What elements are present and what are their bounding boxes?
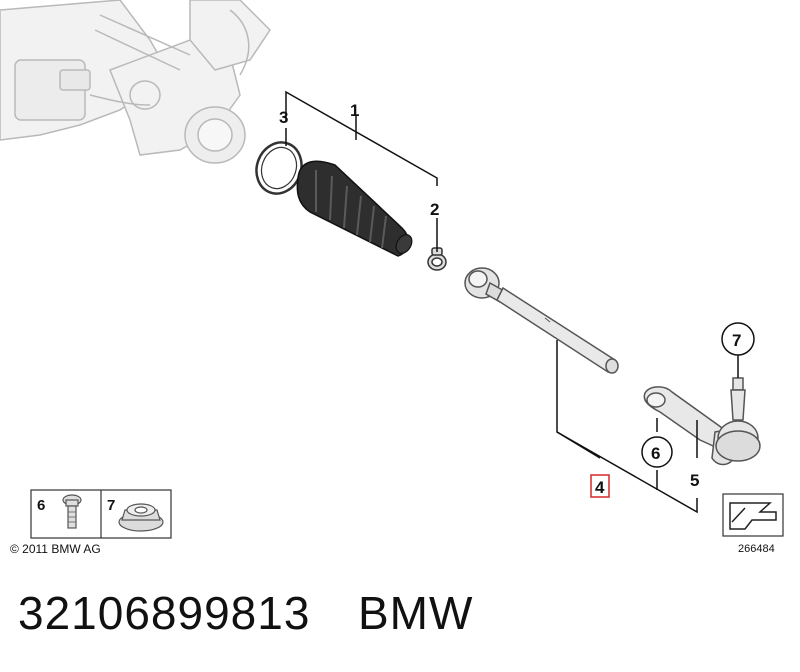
ball-joint-stud	[715, 377, 761, 462]
callout-7: 7	[732, 331, 741, 350]
bolt-icon	[62, 494, 82, 529]
inner-tie-rod	[464, 267, 619, 374]
part-number: 32106899813	[18, 587, 311, 639]
callout-6: 6	[651, 444, 660, 463]
bellows-boot	[296, 160, 413, 257]
callout-7-circle: 7	[721, 322, 755, 356]
inset-label-7: 7	[107, 497, 115, 514]
brand-name: BMW	[358, 587, 474, 639]
inset-label-6: 6	[37, 497, 45, 514]
hardware-inset: 6 7	[30, 489, 172, 539]
copyright-text: © 2011 BMW AG	[10, 542, 101, 556]
diagram-id-box	[722, 493, 784, 537]
diagram-number: 266484	[738, 543, 775, 555]
callout-3: 3	[279, 108, 288, 127]
callout-4: 4	[595, 478, 605, 497]
callout-4-highlight: 4	[590, 474, 610, 498]
nut-icon	[118, 503, 164, 532]
callout-5: 5	[690, 471, 699, 490]
leader-lines	[285, 90, 739, 514]
callout-1: 1	[350, 101, 359, 120]
small-clamp	[427, 247, 447, 271]
callout-6-circle: 6	[641, 436, 673, 468]
steering-rack-housing	[0, 0, 271, 164]
callout-2: 2	[430, 200, 439, 219]
